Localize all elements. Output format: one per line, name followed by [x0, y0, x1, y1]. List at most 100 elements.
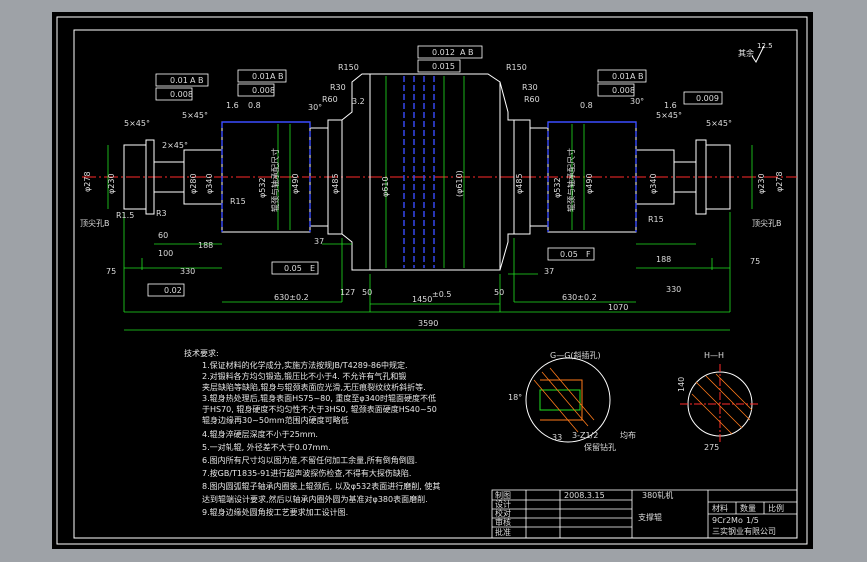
section-g-dim-5: 保留钻孔	[584, 442, 616, 452]
tol-b2: 0.008	[252, 86, 275, 95]
title-block-part-name: 支撑辊	[638, 512, 662, 522]
dim-330-left: 330	[180, 267, 195, 276]
dim-50-left: 50	[362, 288, 372, 297]
tol-b3: 0.008	[612, 86, 635, 95]
r150-right: R150	[506, 63, 527, 72]
title-block-weight-label: 数量	[740, 503, 756, 513]
title-block-mill: 380轧机	[642, 490, 673, 500]
hidden-lines	[221, 76, 637, 268]
dim-340-left: φ340	[205, 173, 214, 194]
outer-frame	[56, 16, 808, 545]
dim-right-span: 1070	[608, 303, 628, 312]
tol-c: 0.012	[432, 48, 455, 57]
dim-75-left: 75	[106, 267, 116, 276]
dim-body: 1450	[412, 295, 432, 304]
centre-hole-right: 顶尖孔B	[752, 218, 782, 228]
chamfer-left-2: 2×45°	[162, 141, 188, 150]
dim-280-left: φ280	[189, 173, 198, 194]
section-g-dim-3: 3-Z1/2	[572, 431, 598, 440]
r60-left: R60	[322, 95, 338, 104]
tech-req-line-6: 辊身边缘再30~50mm范围内硬度可略低	[202, 415, 349, 425]
section-h-label: H—H	[704, 351, 724, 360]
drawing-canvas[interactable]: 其余 12.5	[52, 12, 813, 549]
tol-a3-datum: A B	[630, 72, 644, 81]
tech-req-line-5: 于HS70, 辊身硬度不均匀性不大于3HS0, 辊颈表面硬度HS40~50	[202, 404, 437, 414]
dim-overall: 3590	[418, 319, 438, 328]
dim-340-right: φ340	[649, 173, 658, 194]
r30-right: R30	[522, 83, 538, 92]
section-h-dim-2: 140	[677, 377, 686, 392]
tech-req-line-7: 4.辊身淬硬层深度不小于25mm.	[202, 429, 318, 439]
tol-a2-datum: A B	[270, 72, 284, 81]
r30-left: R30	[330, 83, 346, 92]
dim-100: 100	[158, 249, 173, 258]
r1-5: R1.5	[116, 211, 134, 220]
title-block-row-1: 制图	[495, 490, 511, 500]
tol-f-left: 0.05	[284, 264, 302, 273]
dim-188-right: 188	[656, 255, 671, 264]
dim-60: 60	[158, 231, 168, 240]
dim-body-dia-mid: (φ610)	[455, 170, 464, 197]
tech-req-line-1: 1.保证材料的化学成分,实施方法按规JB/T4289-86中规定.	[202, 360, 408, 370]
roughness-symbol	[751, 45, 765, 63]
title-block-material-label: 材料	[712, 503, 728, 513]
tol-e: 0.009	[696, 94, 719, 103]
section-g: G—G(斜插孔) 18° 33 3-Z1/2 均布 保留钻孔	[508, 350, 636, 452]
title-block-row-5: 批准	[495, 527, 511, 537]
dim-230-right: φ230	[757, 173, 766, 194]
dim-490-left: φ490	[291, 173, 300, 194]
tol-a: 0.01	[170, 76, 188, 85]
corner-roughness: 12.5	[757, 42, 773, 50]
surf-left: 1.6	[226, 101, 239, 110]
dim-50-right: 50	[494, 288, 504, 297]
datum-e: E	[310, 264, 315, 273]
chamfer-right: 5×45°	[706, 119, 732, 128]
tech-req-line-11: 8.图内圆弧辊子轴承内圈装上辊颈后, 以及φ532表面进行磨削, 使其	[202, 481, 440, 491]
dim-neck-left: 630±0.2	[274, 293, 309, 302]
tech-req-line-2: 2.对锻料各方均匀锻造,锻压比不小于4. 不允许有气孔和锻	[202, 371, 406, 381]
dim-body-dia: φ610	[381, 176, 390, 197]
r150-left: R150	[338, 63, 359, 72]
dim-485-left: φ485	[331, 173, 340, 194]
cad-viewport[interactable]: 其余 12.5	[52, 12, 813, 549]
r15-left: R15	[230, 197, 246, 206]
title-block-scale: 1/5	[746, 516, 759, 525]
dim-490-right: φ490	[585, 173, 594, 194]
dim-neck-dia-left: φ532	[258, 177, 267, 198]
tech-req-line-4: 3.辊身热处理后,辊身表面HS75~80, 重度至φ340时辊面硬度不低	[202, 393, 436, 403]
angle-30-left: 30°	[308, 103, 322, 112]
centre-hole-left: 顶尖孔B	[80, 218, 110, 228]
chamfer-mid-right: 5×45°	[656, 111, 682, 120]
tol-f-right: 0.05	[560, 250, 578, 259]
section-g-label: G—G(斜插孔)	[550, 350, 601, 360]
title-block-row-2: 设计	[495, 499, 511, 509]
dim-neck-right: 630±0.2	[562, 293, 597, 302]
title-block-scale-label: 比例	[768, 503, 784, 513]
section-h: H—H 275 140	[677, 351, 760, 452]
corner-mark: 其余	[738, 48, 754, 58]
dim-neck-note-right: 辊颈与轴承配尺寸	[566, 148, 576, 212]
datum-f: F	[586, 250, 591, 259]
section-g-dim-4: 均布	[620, 430, 636, 440]
tech-req-line-8: 5.一对轧辊, 外径差不大于0.07mm.	[202, 442, 331, 452]
dim-end-dia-left: φ278	[83, 171, 92, 192]
chamfer-mid-left: 5×45°	[182, 111, 208, 120]
tol-a3: 0.01	[612, 72, 630, 81]
section-h-hatch	[691, 373, 753, 435]
dim-230-left: φ230	[107, 173, 116, 194]
tech-requirements: 技术要求: 1.保证材料的化学成分,实施方法按规JB/T4289-86中规定. …	[184, 348, 440, 517]
surf-right: 0.8	[580, 101, 593, 110]
section-h-dim-1: 275	[704, 443, 719, 452]
tech-req-line-12: 达到辊端设计要求,然后以轴承内圈外圆为基准对φ380表面磨削.	[202, 494, 428, 504]
flatness: 0.02	[164, 286, 182, 295]
r60-right: R60	[524, 95, 540, 104]
tech-req-heading: 技术要求:	[184, 348, 219, 358]
tol-a-datum: A B	[190, 76, 204, 85]
title-block	[491, 489, 798, 539]
dim-188-left: 188	[198, 241, 213, 250]
tolerance-frames	[147, 45, 723, 297]
tol-a2: 0.01	[252, 72, 270, 81]
tech-req-line-13: 9.辊身边缘处圆角按工艺要求加工设计图.	[202, 507, 348, 517]
r3: R3	[156, 209, 167, 218]
tech-req-line-10: 7.按GB/T1835-91进行超声波探伤检查,不得有大探伤缺陷.	[202, 468, 411, 478]
